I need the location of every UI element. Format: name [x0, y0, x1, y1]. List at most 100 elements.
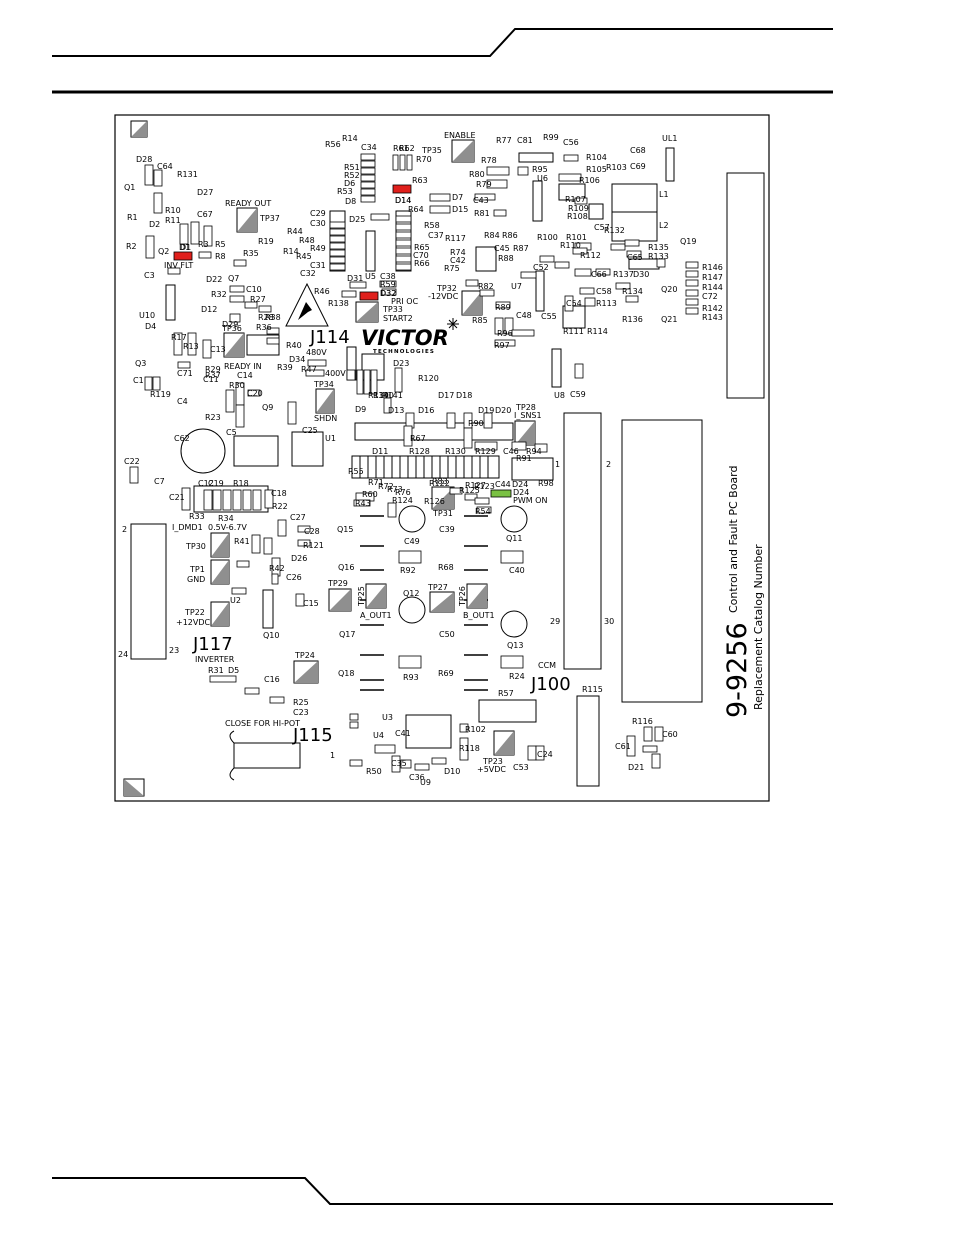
smd-pad — [236, 560, 250, 568]
component-designator: R112 — [580, 251, 601, 260]
component-designator: R91 — [516, 454, 532, 463]
smd-pad — [349, 759, 363, 767]
smd-pad — [400, 759, 412, 769]
component-designator: R137 — [613, 270, 634, 279]
component-designator: R29 — [205, 365, 221, 374]
smd-pad — [395, 223, 412, 231]
component-designator: C52 — [533, 263, 549, 272]
component-designator: R24 — [509, 672, 525, 681]
component-designator: C10 — [246, 285, 262, 294]
smd-pad — [642, 745, 658, 753]
test-point-label: START2 — [383, 314, 413, 323]
component-designator: R47 — [301, 365, 317, 374]
smd-pad — [511, 329, 535, 337]
component-designator: C44 — [495, 480, 511, 489]
component-designator: R56 — [325, 140, 341, 149]
test-point-id: TP27 — [427, 583, 448, 592]
component-designator: U7 — [511, 282, 522, 291]
smd-pad — [474, 193, 496, 201]
component-designator: R136 — [622, 315, 643, 324]
component-designator: C81 — [517, 136, 533, 145]
component-designator: R102 — [465, 725, 486, 734]
component-designator: L2 — [659, 221, 669, 230]
connector-j100-caption: CCM — [538, 661, 556, 670]
smd-pad — [429, 193, 451, 202]
component-designator: C29 — [310, 209, 326, 218]
smd-pad — [483, 412, 493, 429]
component-designator: R139 — [368, 391, 389, 400]
component-designator: R86 — [502, 231, 518, 240]
smd-pad — [187, 332, 197, 356]
component-designator: R13 — [183, 342, 199, 351]
component-designator: R119 — [150, 390, 171, 399]
smd-pad — [212, 489, 222, 511]
component-designator: R10 — [165, 206, 181, 215]
component-designator: D31 — [347, 274, 363, 283]
component-designator: R23 — [205, 413, 221, 422]
component-designator: C24 — [537, 750, 553, 759]
smd-pad — [179, 223, 189, 245]
smd-pad — [464, 493, 478, 501]
smd-pad — [656, 258, 666, 268]
component-designator: R147 — [702, 273, 723, 282]
component-designator: C70 — [413, 251, 429, 260]
smd-pad — [181, 487, 191, 511]
smd-pad — [242, 489, 252, 511]
component-designator: D11 — [372, 447, 388, 456]
smd-pad — [391, 755, 401, 773]
component-designator: R89 — [495, 303, 511, 312]
component-designator: R71 — [368, 478, 384, 487]
fiducial-bottom-left — [123, 778, 145, 797]
smd-pad — [379, 280, 397, 288]
component-designator: R62 — [399, 144, 415, 153]
smd-pad — [610, 243, 626, 251]
test-point-label: SHDN — [314, 414, 337, 423]
annotation-480v: 480V — [306, 348, 327, 357]
smd-pad — [341, 290, 357, 298]
component-designator: C41 — [395, 729, 411, 738]
smd-pad — [511, 441, 527, 451]
component-designator: R124 — [392, 496, 413, 505]
smd-pad — [225, 389, 235, 413]
component-designator: R34 — [218, 514, 234, 523]
smd-pad — [370, 213, 390, 221]
test-point-id: TP28 — [515, 403, 536, 412]
smd-pad — [398, 550, 422, 564]
component-designator: R63 — [412, 176, 428, 185]
smd-pad — [395, 255, 412, 263]
smd-pad — [465, 279, 479, 287]
smd-pad — [329, 256, 346, 264]
smd-pad — [360, 181, 376, 189]
smd-pad — [431, 757, 447, 765]
component-designator: R51 — [344, 163, 360, 172]
smd-pad — [394, 367, 403, 393]
smd-pad — [370, 369, 378, 395]
component-designator: R81 — [474, 209, 490, 218]
component-designator: R131 — [177, 170, 198, 179]
component-designator: R39 — [277, 363, 293, 372]
connector-j115-label: J115 — [292, 725, 333, 746]
component-designator: R146 — [702, 263, 723, 272]
smd-pad — [579, 287, 595, 295]
component-designator: D2 — [149, 220, 160, 229]
smd-pad — [615, 282, 631, 290]
component-designator: Q10 — [263, 631, 279, 640]
smd-pad — [269, 696, 285, 704]
smd-pad — [535, 745, 545, 761]
smd-pad — [190, 221, 200, 245]
component-designator: C5 — [226, 428, 237, 437]
smd-pad — [399, 154, 406, 171]
smd-pad — [685, 279, 699, 287]
smd-pad — [395, 263, 412, 271]
component-designator: C42 — [450, 256, 466, 265]
smd-pad — [494, 317, 504, 335]
component-designator: R73 — [387, 485, 403, 494]
component-designator: R99 — [543, 133, 559, 142]
brand-logo-tagline: TECHNOLOGIES — [373, 349, 435, 355]
smd-pad — [494, 339, 516, 347]
smd-pad — [153, 192, 163, 214]
component-designator: Q12 — [403, 589, 419, 598]
smd-pad — [360, 188, 376, 196]
component-designator: Q2 — [158, 247, 169, 256]
component-designator: Q17 — [339, 630, 355, 639]
